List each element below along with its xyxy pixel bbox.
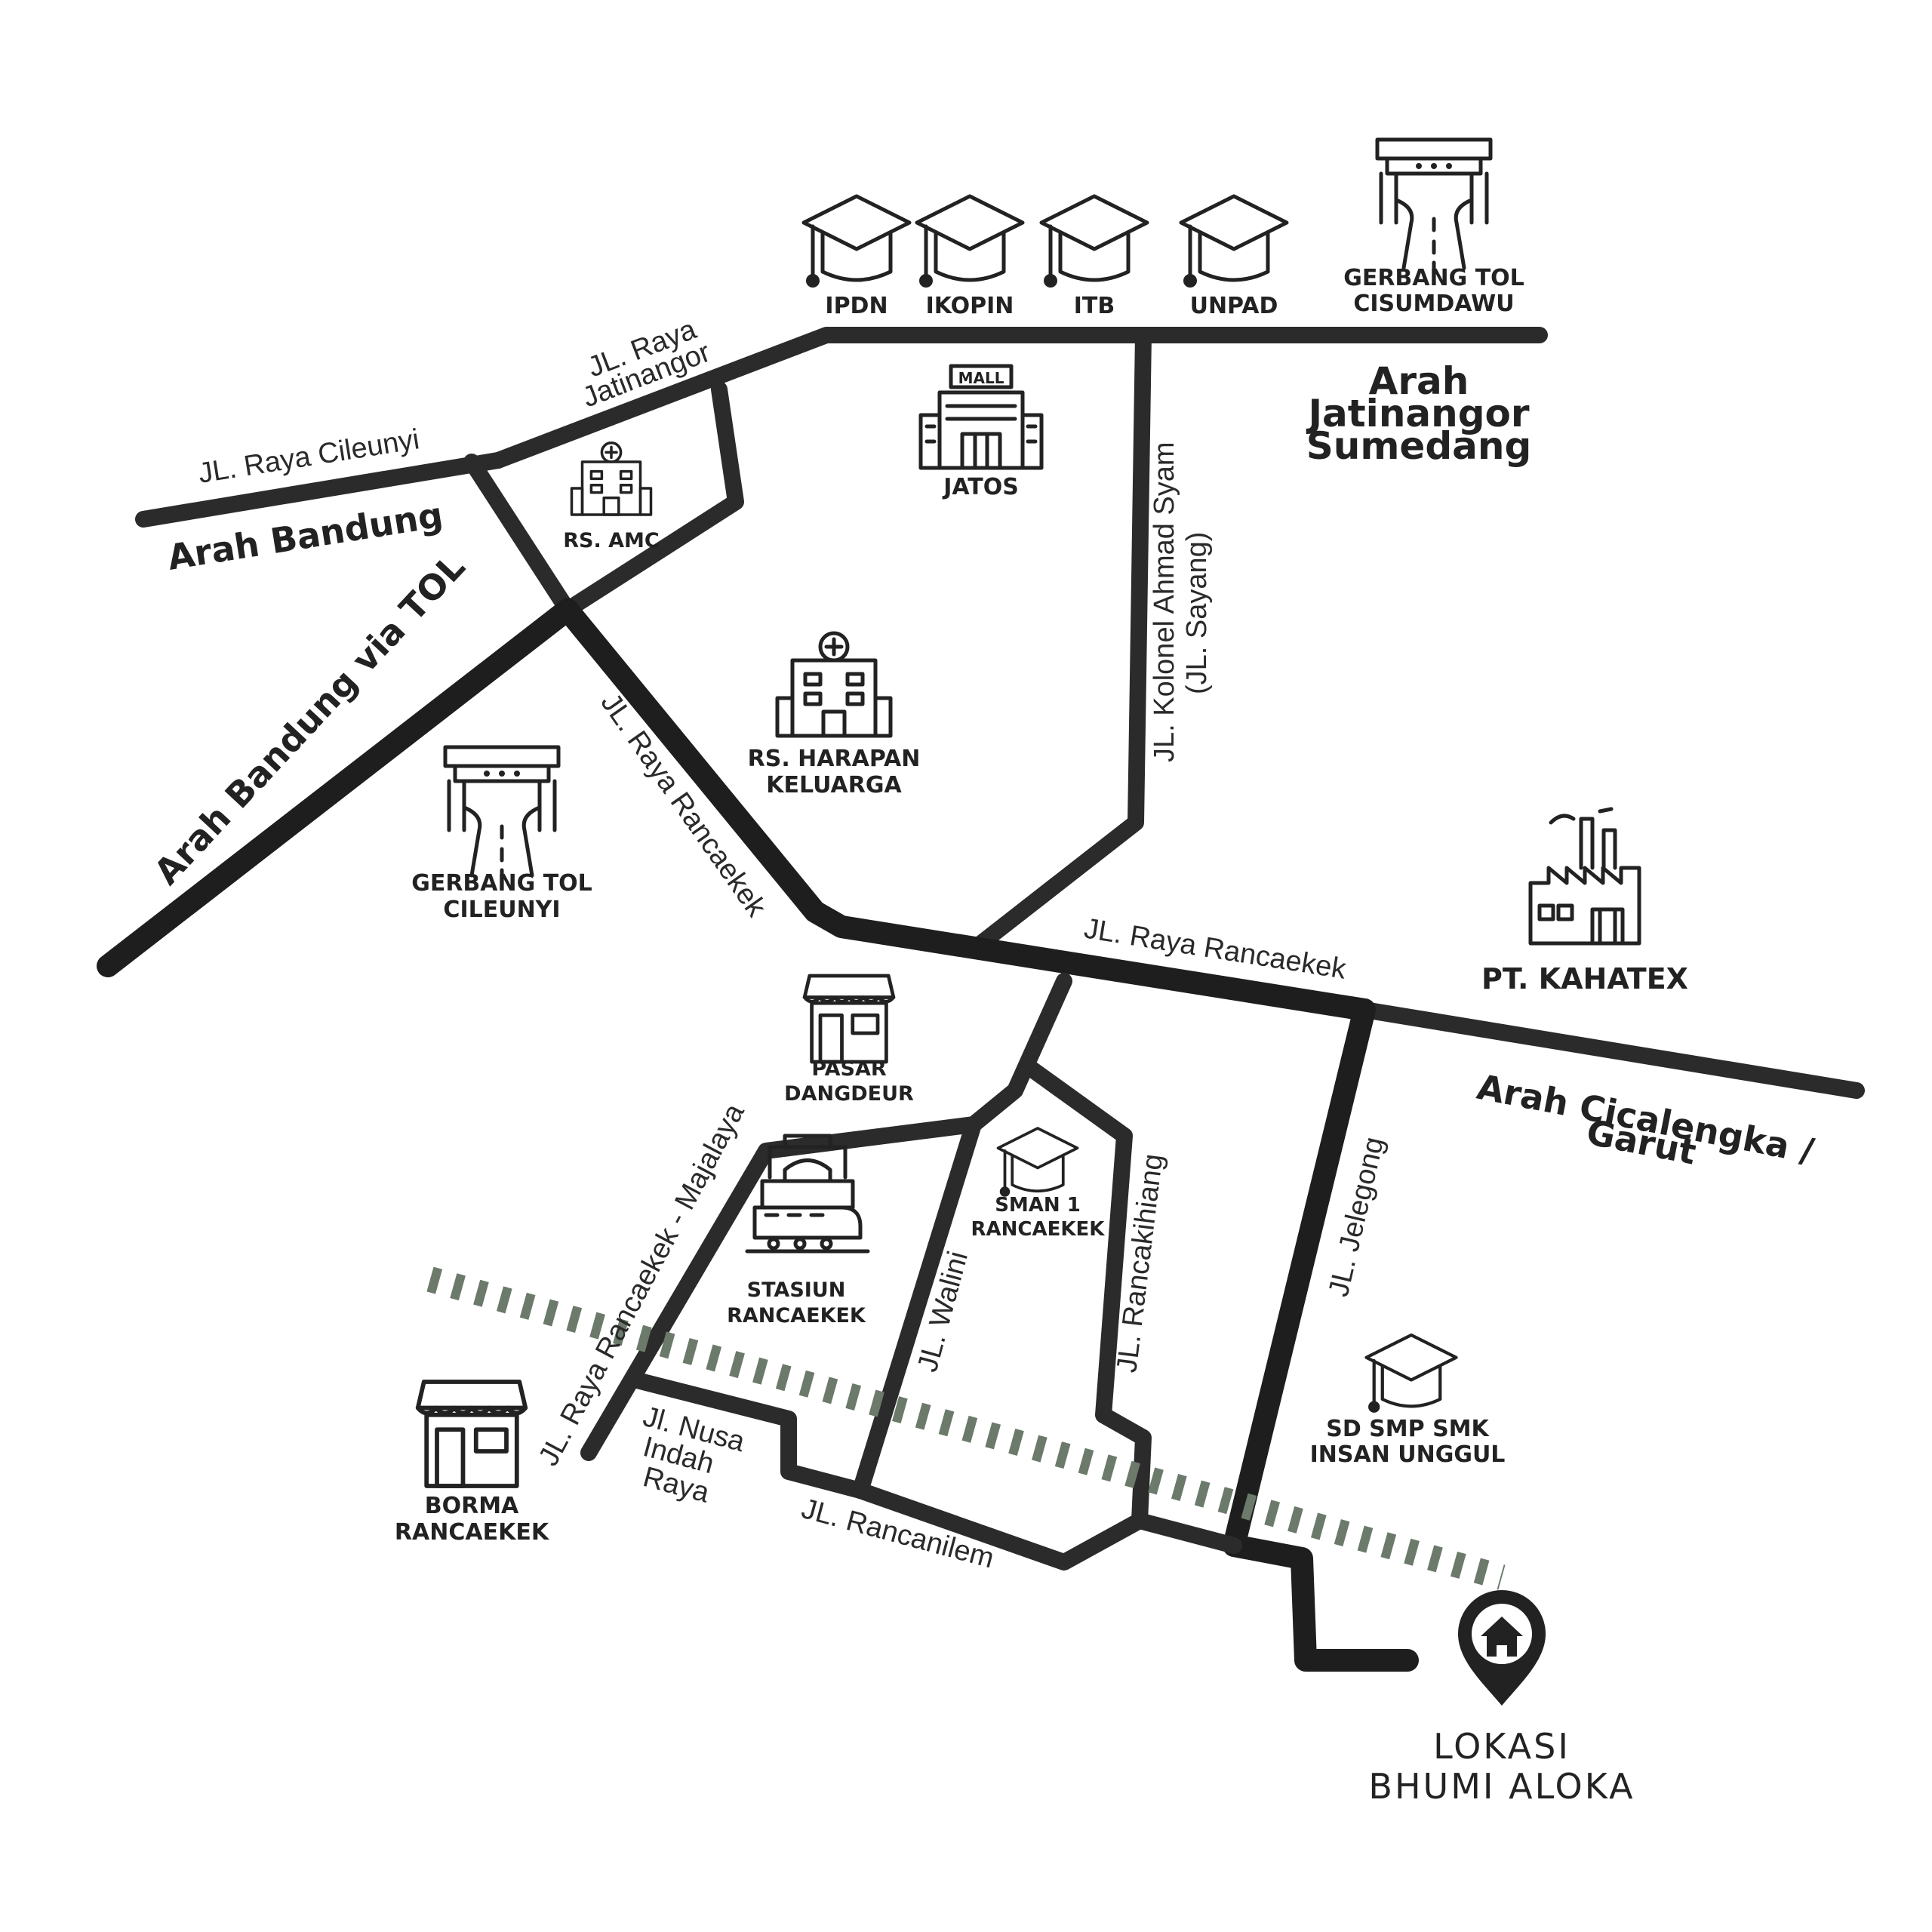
poi-label-pt-kahatex: PT. KAHATEX: [1481, 962, 1688, 995]
street-label-rancaekek-diag: JL. Raya Rancaekek: [595, 688, 773, 923]
poi-ikopin: IKOPIN: [917, 196, 1023, 319]
graduation-cap-icon: [996, 1127, 1079, 1198]
road-jl-rancakihiang: [852, 1060, 1152, 1571]
poi-label-insan-1: SD SMP SMK: [1326, 1416, 1490, 1442]
poi-label-stasiun-2: RANCAEKEK: [727, 1304, 866, 1327]
poi-borma-rancaekek: BORMA RANCAEKEK: [395, 1382, 550, 1546]
street-labels: JL. Raya Cileunyi JL. Raya Jatinangor JL…: [196, 313, 1390, 1574]
direction-jatinangor-2: Jatinangor: [1306, 392, 1529, 435]
poi-itb: ITB: [1041, 196, 1147, 319]
road-jl-nusa-indah-raya: [632, 1373, 869, 1499]
hospital-icon: [777, 633, 891, 736]
poi-label-insan-2: INSAN UNGGUL: [1310, 1441, 1506, 1468]
home-pin-icon: [1458, 1590, 1546, 1706]
poi-insan-unggul: SD SMP SMK INSAN UNGGUL: [1310, 1335, 1506, 1468]
poi-rs-harapan-keluarga: RS. HARAPAN KELUARGA: [748, 633, 921, 798]
poi-label-lokasi-1: LOKASI: [1433, 1726, 1571, 1767]
poi-label-itb: ITB: [1074, 293, 1115, 319]
poi-label-pasar-2: DANGDEUR: [784, 1082, 914, 1106]
poi-lokasi-bhumi-aloka: LOKASI BHUMI ALOKA: [1368, 1590, 1635, 1807]
poi-label-unpad: UNPAD: [1190, 293, 1278, 319]
road-walini-link: [965, 973, 1072, 1133]
poi-label-stasiun-1: STASIUN: [747, 1278, 846, 1302]
poi-gerbang-tol-cileunyi: GERBANG TOL CILEUNYI: [411, 747, 592, 923]
road-jl-raya-cileunyi: [135, 452, 506, 528]
road-jl-jelegong: [1223, 998, 1419, 1672]
road-jl-raya-jatinangor: [490, 327, 1548, 469]
poi-label-cisumdawu-2: CISUMDAWU: [1353, 291, 1514, 317]
poi-label-ipdn: IPDN: [825, 293, 888, 319]
poi-label-rs-harapan-1: RS. HARAPAN: [748, 746, 921, 772]
poi-label-rs-harapan-2: KELUARGA: [766, 772, 902, 798]
road-jl-raya-rancaekek-majalaya: [580, 1116, 982, 1461]
poi-jatos: MALL JATOS: [918, 364, 1044, 500]
poi-label-ikopin: IKOPIN: [926, 293, 1014, 319]
poi-label-borma-2: RANCAEKEK: [395, 1519, 550, 1546]
poi-ipdn: IPDN: [804, 196, 909, 319]
poi-unpad: UNPAD: [1181, 196, 1287, 319]
poi-label-sman-1: SMAN 1: [995, 1194, 1081, 1217]
graduation-cap-icon: [1041, 196, 1147, 288]
poi-gerbang-tol-cisumdawu: GERBANG TOL CISUMDAWU: [1343, 140, 1524, 317]
road-network: [97, 327, 1865, 1672]
street-label-majalaya: JL. Raya Rancaekek - Majalaya: [533, 1098, 751, 1471]
graduation-cap-icon: [804, 196, 909, 288]
road-amc-loop: [463, 381, 744, 618]
road-jl-kolonel-ahmad-syam: [973, 327, 1152, 952]
graduation-cap-icon: [1367, 1335, 1457, 1413]
shop-icon: [418, 1382, 526, 1486]
street-label-kolonel-2: (JL. Sayang): [1181, 532, 1213, 694]
direction-jatinangor-1: Arah: [1369, 359, 1469, 403]
poi-label-borma-1: BORMA: [425, 1493, 519, 1519]
poi-sman-1-rancaekek: SMAN 1 RANCAEKEK: [971, 1127, 1106, 1241]
toll-gate-icon: [1377, 140, 1491, 270]
poi-label-pasar-1: PASAR: [811, 1057, 887, 1081]
poi-label-cileunyi-2: CILEUNYI: [443, 897, 560, 923]
road-jl-rancanilem: [1131, 1512, 1242, 1554]
poi-label-cisumdawu-1: GERBANG TOL: [1343, 265, 1524, 291]
street-label-kolonel-1: JL. Kolonel Ahmad Syam: [1149, 441, 1180, 762]
poi-label-jatos: JATOS: [942, 474, 1019, 500]
poi-rs-amc: RS. AMC: [563, 441, 660, 552]
railway: [426, 1266, 1506, 1590]
mall-building-icon: MALL: [918, 364, 1044, 470]
road-jl-raya-rancaekek-diag: [556, 598, 1376, 1021]
road-tol: [97, 598, 579, 977]
poi-label-cileunyi-1: GERBANG TOL: [411, 870, 592, 897]
poi-label-sman-2: RANCAEKEK: [971, 1218, 1106, 1241]
road-to-cicalengka: [1356, 1001, 1865, 1099]
poi-stasiun-rancaekek: STASIUN RANCAEKEK: [727, 1134, 870, 1327]
factory-icon: [1528, 807, 1641, 946]
direction-jatinangor-3: Sumedang: [1306, 424, 1532, 468]
poi-label-rs-amc: RS. AMC: [563, 529, 659, 552]
hospital-icon: [570, 441, 653, 516]
train-station-icon: [745, 1134, 870, 1254]
mall-sign: MALL: [958, 369, 1004, 387]
road-jl-walini: [852, 1116, 982, 1499]
graduation-cap-icon: [917, 196, 1023, 288]
poi-pasar-dangdeur: PASAR DANGDEUR: [784, 976, 914, 1106]
toll-gate-icon: [445, 747, 558, 878]
poi-label-lokasi-2: BHUMI ALOKA: [1368, 1766, 1635, 1807]
graduation-cap-icon: [1181, 196, 1287, 288]
shop-icon: [804, 976, 894, 1062]
poi-pt-kahatex: PT. KAHATEX: [1481, 807, 1688, 995]
